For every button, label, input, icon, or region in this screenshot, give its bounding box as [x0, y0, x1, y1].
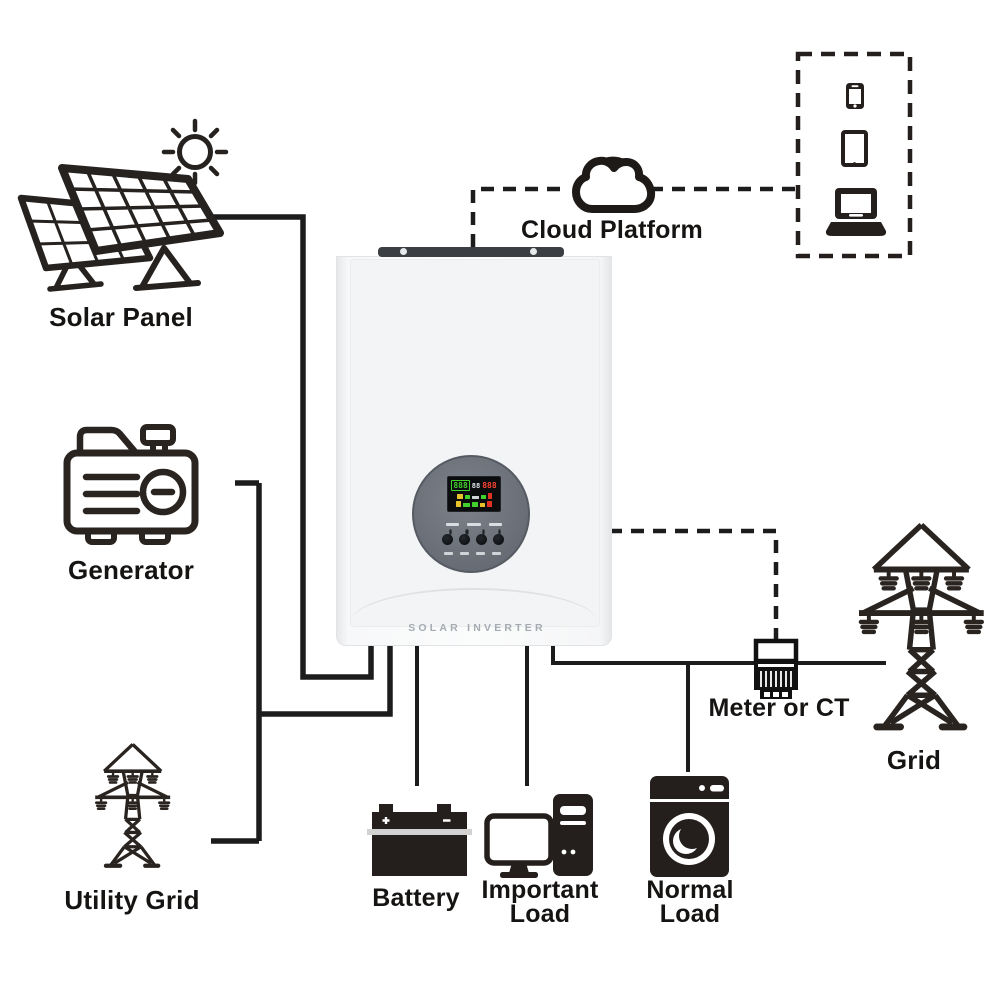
- bracket-screw: [400, 248, 407, 255]
- panel-button: [493, 534, 504, 545]
- cloud-platform-label: Cloud Platform: [521, 216, 703, 244]
- generator-icon: [63, 424, 199, 545]
- grid-label: Grid: [886, 745, 942, 775]
- lcd-right-digits: 888: [482, 481, 497, 490]
- lcd-flow-icons: [456, 501, 492, 507]
- utility-grid-icon: [95, 744, 170, 865]
- inverter-brand-text: SOLAR INVERTER: [408, 622, 546, 634]
- normal-load-label: Normal Load: [646, 876, 734, 928]
- devices-box: [795, 51, 913, 259]
- lcd-left-digits: 888: [451, 480, 470, 491]
- inverter-bottom-arc: [350, 588, 598, 658]
- panel-button: [459, 534, 470, 545]
- lcd-middle-digits: 88: [471, 481, 481, 490]
- battery-icon: [367, 804, 472, 876]
- meter-label: Meter or CT: [708, 694, 850, 722]
- generator-label: Generator: [67, 555, 195, 585]
- solar-panel-icon: [17, 118, 229, 292]
- cloud-platform-icon: [572, 156, 656, 213]
- inverter-control-panel: [412, 455, 530, 573]
- lcd-status-icons: [456, 493, 492, 499]
- inverter-mounting-bracket: [378, 247, 564, 257]
- sun-icon: [161, 118, 229, 186]
- meter-icon: [753, 638, 799, 699]
- connection-trunk-inverter: [259, 646, 393, 717]
- laptop-icon: [825, 188, 887, 236]
- connection-inverter-meter: [551, 646, 755, 665]
- panel-button: [442, 534, 453, 545]
- smartphone-icon: [846, 83, 864, 109]
- important-load-label: Important Load: [481, 876, 599, 928]
- panel-button-labels: [444, 552, 506, 555]
- panel-button: [476, 534, 487, 545]
- tablet-icon: [841, 130, 868, 167]
- normal-load-icon: [650, 776, 729, 877]
- bracket-screw: [530, 248, 537, 255]
- connection-inverter-cloud-dashed: [470, 186, 560, 248]
- panel-indicator-labels: [446, 523, 502, 526]
- connection-solarpanel-inverter: [212, 214, 374, 680]
- connection-inverter-meter-dashed: [609, 528, 779, 640]
- grid-icon: [859, 525, 984, 727]
- utility-grid-label: Utility Grid: [64, 885, 200, 915]
- battery-label: Battery: [372, 884, 460, 912]
- inverter-lcd-display: 888 88 888: [447, 476, 501, 512]
- panel-buttons: [442, 534, 506, 545]
- solar-panel-label: Solar Panel: [49, 302, 193, 332]
- important-load-icon: [484, 794, 593, 878]
